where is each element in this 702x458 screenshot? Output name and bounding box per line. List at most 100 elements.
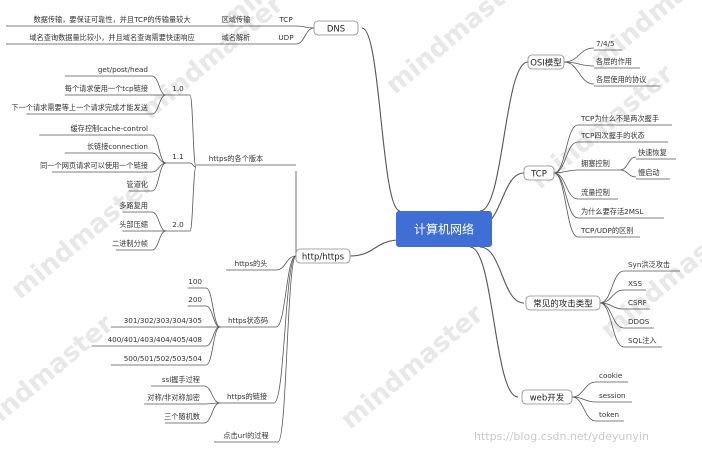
watermark-text: mindmaster <box>5 169 159 305</box>
version-item: 下一个请求需要等上一个请求完成才能发送 <box>11 103 148 112</box>
web-branch <box>571 396 597 422</box>
version-item: get/post/head <box>98 65 148 74</box>
dns-row-name: 域名解析 <box>222 33 251 42</box>
http-branch <box>277 255 297 443</box>
root-to-attacks <box>479 246 525 304</box>
connector-lines <box>6 25 680 443</box>
version-branch <box>189 162 197 168</box>
https-head: https的头 <box>235 259 268 268</box>
congestion-branch <box>619 169 637 178</box>
link-label: https的链接 <box>227 392 267 401</box>
attacks-item: XSS <box>628 279 642 288</box>
root-to-web <box>469 246 519 398</box>
root-to-osi <box>479 61 529 212</box>
http-branch <box>275 255 297 328</box>
nodes: 计算机网络OSI模型7/4/5各层的作用各层使用的协议TCPTCP为什么不是两次… <box>11 15 670 440</box>
root-to-dns <box>361 27 401 212</box>
attacks-item: SQL注入 <box>628 336 657 345</box>
web-item: cookie <box>599 371 623 380</box>
dns-row-desc: 域名查询数据量比较小，并且域名查询需要快速响应 <box>29 33 194 42</box>
link-branch <box>203 385 221 404</box>
attacks-branch <box>599 289 625 304</box>
dns-node-box <box>313 20 359 36</box>
version-label: 2.0 <box>172 220 184 229</box>
version-item-branch <box>151 211 167 232</box>
link-branch <box>203 402 221 424</box>
attacks-node-label: 常见的攻击类型 <box>533 299 593 310</box>
tcp-branch <box>553 169 579 174</box>
root-to-http <box>349 239 401 257</box>
tcp-subitem: 快速恢复 <box>638 148 667 157</box>
version-item-branch <box>151 230 167 251</box>
web-item: token <box>599 410 619 419</box>
http-node-label: http/https <box>302 253 345 263</box>
dns-node-label: DNS <box>327 25 345 35</box>
tcp-item: TCP为什么不是两次握手 <box>580 114 659 123</box>
link-item: ssl握手过程 <box>162 375 200 384</box>
watermark-url: https://blog.csdn.net/ydeyunyin <box>474 430 649 443</box>
version-label: 1.0 <box>172 84 184 93</box>
root-node-box <box>396 211 492 247</box>
dns-row-proto: UDP <box>278 33 294 42</box>
watermark-text: mindmaster <box>380 0 534 100</box>
status-branch <box>205 305 221 328</box>
version-item: 头部压缩 <box>119 220 148 229</box>
osi-node-box <box>527 54 565 70</box>
version-item: 管道化 <box>126 180 148 189</box>
status-branch <box>205 287 221 328</box>
version-label: 1.1 <box>172 152 183 161</box>
tcp-item: TCP四次握手的状态 <box>580 131 645 140</box>
version-item-branch <box>151 162 167 192</box>
tcp-item: 为什么要存活2MSL <box>581 207 643 216</box>
status-item: 500/501/502/503/504 <box>124 354 203 363</box>
link-item: 对称/非对称加密 <box>147 393 200 402</box>
tcp-item: 拥塞控制 <box>581 159 610 168</box>
dns-row-desc: 数据传输，要保证可靠性，并且TCP的传输量较大 <box>33 15 190 24</box>
osi-item: 各层使用的协议 <box>596 75 646 84</box>
dns-branch <box>295 25 315 29</box>
status-branch <box>205 326 221 366</box>
osi-branch <box>563 47 595 63</box>
versions-label: https的各个版本 <box>209 154 263 163</box>
status-item: 200 <box>188 295 202 304</box>
tcp-node-label: TCP <box>530 170 547 180</box>
tcp-item: TCP/UDP的区别 <box>580 226 633 235</box>
dns-row-proto: TCP <box>278 15 293 24</box>
version-item: 长链接connection <box>87 142 148 151</box>
watermark-text: mindmaster <box>335 299 489 435</box>
web-node-box <box>521 389 573 405</box>
version-item-branch <box>151 75 167 96</box>
osi-branch <box>563 61 595 85</box>
tcp-branch <box>553 172 579 238</box>
osi-item: 7/4/5 <box>596 39 615 48</box>
http-branch <box>275 255 297 271</box>
web-node-label: web开发 <box>530 393 565 404</box>
osi-node-label: OSI模型 <box>530 58 562 69</box>
watermark-text: mindmaster <box>0 309 120 445</box>
http-node-box <box>295 248 351 264</box>
version-branch <box>189 166 197 232</box>
version-item-branch <box>151 94 167 115</box>
status-branch <box>205 326 221 347</box>
tcp-branch <box>553 124 579 174</box>
version-item: 每个请求使用一个tcp链接 <box>65 84 148 93</box>
web-item: session <box>599 391 626 400</box>
congestion-branch <box>619 156 637 171</box>
dns-row-name: 区域传输 <box>222 15 251 24</box>
status-item: 301/302/303/304/305 <box>124 316 202 325</box>
dns-branch <box>295 27 315 45</box>
tcp-item: 流量控制 <box>581 188 610 197</box>
osi-item: 各层的作用 <box>596 57 632 66</box>
version-branch <box>189 94 197 168</box>
tcp-subitem: 慢启动 <box>638 168 660 177</box>
version-item: 多路复用 <box>119 201 148 210</box>
attacks-item: CSRF <box>628 298 647 307</box>
version-item-branch <box>151 134 167 164</box>
attacks-branch <box>599 270 625 304</box>
status-label: https状态码 <box>228 316 268 325</box>
url-flow: 点击url的过程 <box>223 431 268 440</box>
tcp-node-box <box>523 165 555 181</box>
link-item: 三个随机数 <box>164 412 200 421</box>
